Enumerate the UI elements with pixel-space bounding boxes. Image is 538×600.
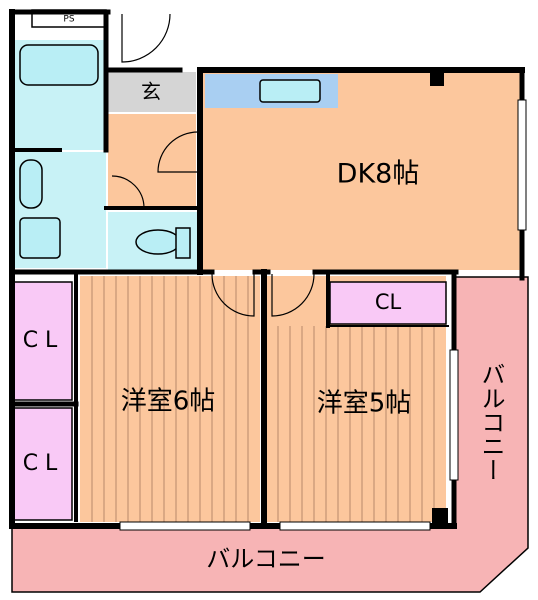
toilet-door bbox=[111, 175, 145, 209]
closet-bottom-left-label: C L bbox=[23, 451, 58, 476]
western-room-5-flooring bbox=[277, 326, 435, 522]
room5-door bbox=[271, 273, 315, 317]
closet-top-left bbox=[13, 281, 73, 401]
toilet-tank bbox=[175, 227, 191, 259]
dk-door bbox=[157, 131, 199, 173]
closet-bottom-left bbox=[13, 407, 73, 521]
washing-machine bbox=[19, 217, 61, 259]
western-room-6-label: 洋室6帖 bbox=[121, 387, 216, 417]
closet-top-left-label: C L bbox=[23, 328, 58, 353]
closet-right-label: CL bbox=[375, 290, 402, 314]
entrance-label: 玄 bbox=[141, 80, 161, 104]
balcony-right-label: バルコニー bbox=[477, 362, 505, 482]
western-room-5-label: 洋室5帖 bbox=[317, 389, 412, 419]
entrance bbox=[108, 72, 196, 112]
western-room-6-flooring bbox=[91, 276, 249, 522]
doors bbox=[111, 13, 315, 317]
pipe-space-label: PS bbox=[63, 15, 74, 25]
pillars bbox=[430, 70, 448, 524]
windows bbox=[119, 99, 527, 531]
room6-door bbox=[211, 273, 255, 317]
kitchen-sink bbox=[259, 79, 321, 103]
bathtub bbox=[19, 44, 99, 86]
toilet-bowl bbox=[135, 229, 181, 255]
front-door bbox=[121, 13, 171, 63]
washbasin bbox=[19, 159, 43, 209]
balcony-bottom-label: バルコニー bbox=[206, 545, 326, 573]
hallway bbox=[108, 114, 196, 208]
western-room-6 bbox=[80, 276, 260, 522]
dk-label: DK8帖 bbox=[337, 159, 420, 190]
closet-right bbox=[329, 281, 447, 325]
